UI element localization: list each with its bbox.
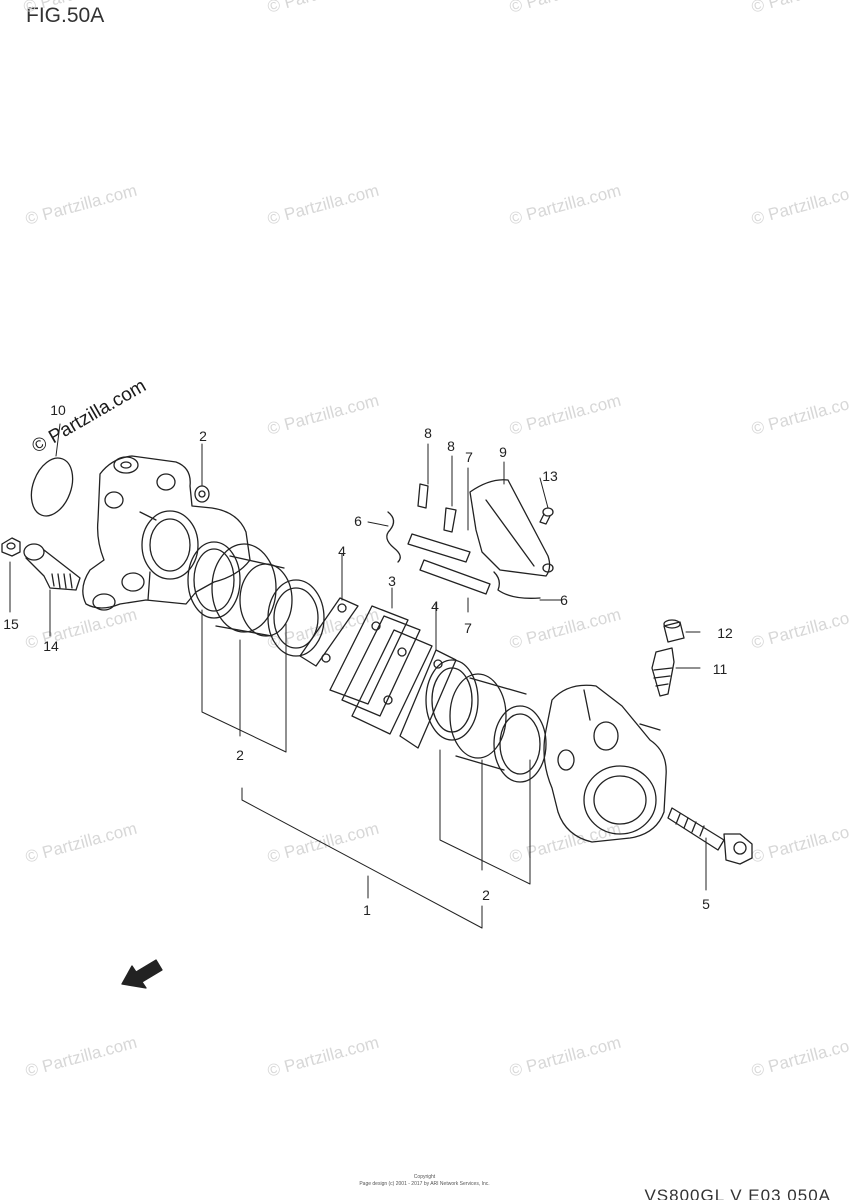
copyright-title: Copyright <box>413 1174 436 1180</box>
callout-label: 5 <box>702 896 710 912</box>
callout-label: 13 <box>542 468 558 484</box>
callout-label: 1 <box>363 902 371 918</box>
caliper-bracket-part <box>82 455 251 611</box>
callout-label: 3 <box>388 573 396 589</box>
callout-label: 8 <box>424 425 432 441</box>
callout-label: 2 <box>482 887 490 903</box>
figure-title: FIG.50A <box>26 4 105 27</box>
callout-label: 6 <box>560 592 568 608</box>
brake-pad-right <box>399 649 457 749</box>
copyright-text: Page design (c) 2001 - 2017 by ARI Netwo… <box>359 1181 490 1187</box>
pad-pin-part <box>407 533 491 595</box>
callout-label: 7 <box>464 620 472 636</box>
nut-part <box>1 537 21 557</box>
callout-label: 14 <box>43 638 59 654</box>
brake-pad-left <box>299 597 359 667</box>
callout-label: 9 <box>499 444 507 460</box>
caliper-bolt-part <box>667 807 753 865</box>
callout-label: 6 <box>354 513 362 529</box>
piston-right <box>425 659 547 783</box>
callout-label: 11 <box>712 661 728 677</box>
callout-label: 4 <box>431 598 439 614</box>
small-screw-part <box>539 507 554 525</box>
pin-bolt-part <box>23 543 81 591</box>
model-code: VS800GL V E03 050A <box>644 1186 831 1200</box>
washer-part <box>194 485 210 503</box>
piston-seal-left <box>187 541 241 619</box>
bleeder-cap-part <box>663 619 685 643</box>
pad-cover-part <box>469 479 554 577</box>
callout-label: 2 <box>199 428 207 444</box>
forward-arrow <box>121 959 163 989</box>
callout-label: 4 <box>338 543 346 559</box>
pad-shim-part <box>329 605 433 735</box>
callout-label: 2 <box>236 747 244 763</box>
leader-lines <box>9 423 707 929</box>
callout-label: 10 <box>50 402 66 418</box>
caliper-body-part <box>543 684 667 843</box>
callout-label: 15 <box>3 616 19 632</box>
piston-left <box>211 543 325 657</box>
clip-pin-part <box>417 483 457 533</box>
callout-label: 7 <box>465 449 473 465</box>
callout-label: 12 <box>717 625 733 641</box>
bleeder-valve-part <box>651 647 675 697</box>
callout-label: 8 <box>447 438 455 454</box>
spring-clip-part <box>386 511 541 599</box>
cap-part <box>30 457 74 517</box>
